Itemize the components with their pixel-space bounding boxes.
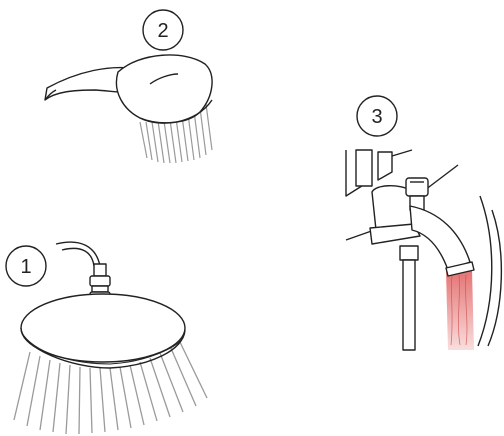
hot-water-stream-icon — [446, 270, 474, 350]
callout-2-label: 2 — [157, 20, 168, 42]
hand-shower-icon — [45, 55, 212, 163]
callout-2: 2 — [143, 10, 183, 50]
callout-3-label: 3 — [371, 106, 382, 128]
callout-1-label: 1 — [20, 256, 31, 278]
callout-1: 1 — [6, 246, 46, 286]
bath-spout-icon — [346, 150, 501, 350]
callout-3: 3 — [357, 96, 397, 136]
